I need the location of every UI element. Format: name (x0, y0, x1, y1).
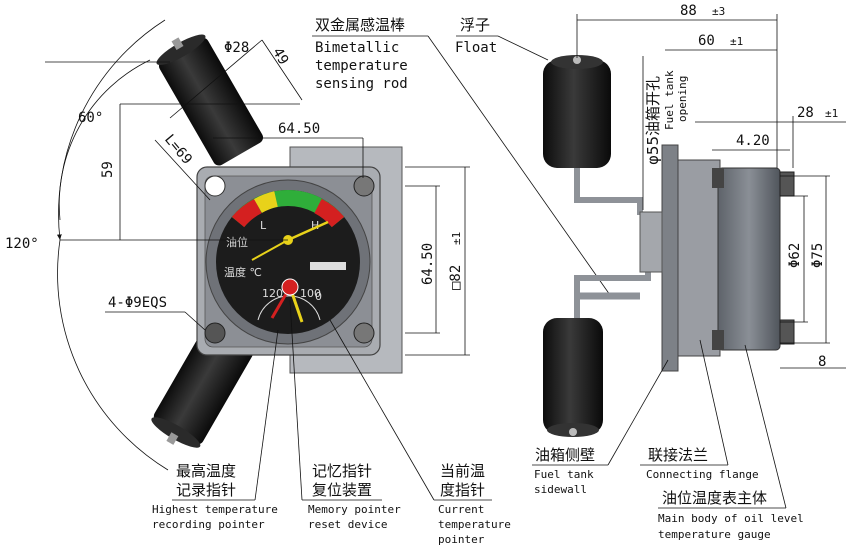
side-dimensions (532, 14, 846, 509)
gauge-main-body (717, 167, 781, 351)
dim-angle120: 120° (5, 236, 39, 252)
label-current-cn-2: 度指针 (440, 481, 485, 499)
label-highest-en-1: Highest temperature (152, 503, 278, 516)
label-flange-cn: 联接法兰 (648, 446, 708, 464)
side-upper-float (543, 60, 611, 168)
hole-top-left (204, 175, 226, 197)
label-memory-en-1: Memory pointer (308, 503, 401, 516)
label-current-en-3: pointer (438, 533, 485, 546)
dial-oil-level: 油位 (226, 235, 248, 249)
dim-6450-top: 64.50 (278, 121, 320, 137)
label-current-cn-1: 当前温 (440, 462, 485, 480)
dial-low: L (260, 219, 267, 232)
dim-tol82: ±1 (450, 232, 463, 245)
dim-49: 49 (269, 45, 291, 68)
label-sidewall-en-1: Fuel tank (534, 468, 594, 481)
label-body-cn: 油位温度表主体 (662, 489, 767, 507)
label-sidewall-en-2: sidewall (534, 483, 587, 496)
dim-tol88: ±3 (712, 5, 725, 18)
dim-sq82: □82 (448, 265, 464, 290)
label-current-en-1: Current (438, 503, 484, 516)
label-flange-en: Connecting flange (646, 468, 759, 481)
tank-sidewall (661, 144, 679, 372)
dim-8: 8 (818, 354, 826, 370)
connecting-flange (677, 159, 721, 357)
side-lower-float (543, 318, 603, 434)
scale-100: 100 (300, 287, 321, 300)
dim-tol28r: ±1 (825, 107, 838, 120)
label-body-en-2: temperature gauge (658, 528, 771, 541)
label-highest-cn-2: 记录指针 (176, 481, 236, 499)
label-highest-cn-1: 最高温度 (176, 462, 236, 480)
label-current-en-2: temperature (438, 518, 511, 531)
dial-temp: 温度 ℃ (224, 265, 262, 279)
dim-d75: Φ75 (810, 243, 826, 268)
hole-top-right (353, 175, 375, 197)
scale-0: 0 (315, 290, 322, 303)
dim-angle60: 60° (78, 110, 103, 126)
dim-holes: 4-Φ9EQS (108, 295, 167, 311)
label-sidewall-cn: 油箱侧壁 (535, 446, 595, 464)
dim-6450-side: 64.50 (420, 243, 436, 285)
side-view (543, 55, 795, 437)
upper-float (156, 34, 264, 166)
label-rod-en-1: Bimetallic (315, 40, 399, 56)
hole-bottom-right (353, 322, 375, 344)
dim-d28: Φ28 (224, 40, 249, 56)
label-memory-cn-1: 记忆指针 (312, 462, 372, 480)
front-dimensions (45, 19, 611, 501)
hole-bottom-left (204, 322, 226, 344)
dial-high: H (311, 219, 319, 232)
front-view: L H 油位 温度 ℃ 120 100 0 (151, 34, 403, 448)
dim-60: 60 (698, 33, 715, 49)
label-rod-en-2: temperature (315, 58, 408, 74)
label-float-cn: 浮子 (460, 16, 490, 34)
label-float-en: Float (455, 40, 497, 56)
label-body-en-1: Main body of oil level (658, 512, 804, 525)
label-opening-en-2: opening (676, 76, 689, 122)
label-opening-cn: φ55油箱开孔 (644, 76, 662, 165)
dim-L69: L=69 (161, 132, 195, 168)
label-memory-en-2: reset device (308, 518, 387, 531)
scale-120: 120 (262, 287, 283, 300)
dim-tol60: ±1 (730, 35, 743, 48)
memory-reset-knob[interactable] (281, 278, 299, 296)
label-highest-en-2: recording pointer (152, 518, 265, 531)
label-memory-cn-2: 复位装置 (312, 481, 372, 499)
dim-59: 59 (100, 161, 116, 178)
label-opening-en-1: Fuel tank (663, 70, 676, 130)
dim-28r: 28 (797, 105, 814, 121)
label-rod-cn: 双金属感温棒 (315, 16, 405, 34)
dim-d62: Φ62 (787, 243, 803, 268)
label-rod-en-3: sensing rod (315, 76, 408, 92)
dim-420: 4.20 (736, 133, 770, 149)
dim-88: 88 (680, 3, 697, 19)
